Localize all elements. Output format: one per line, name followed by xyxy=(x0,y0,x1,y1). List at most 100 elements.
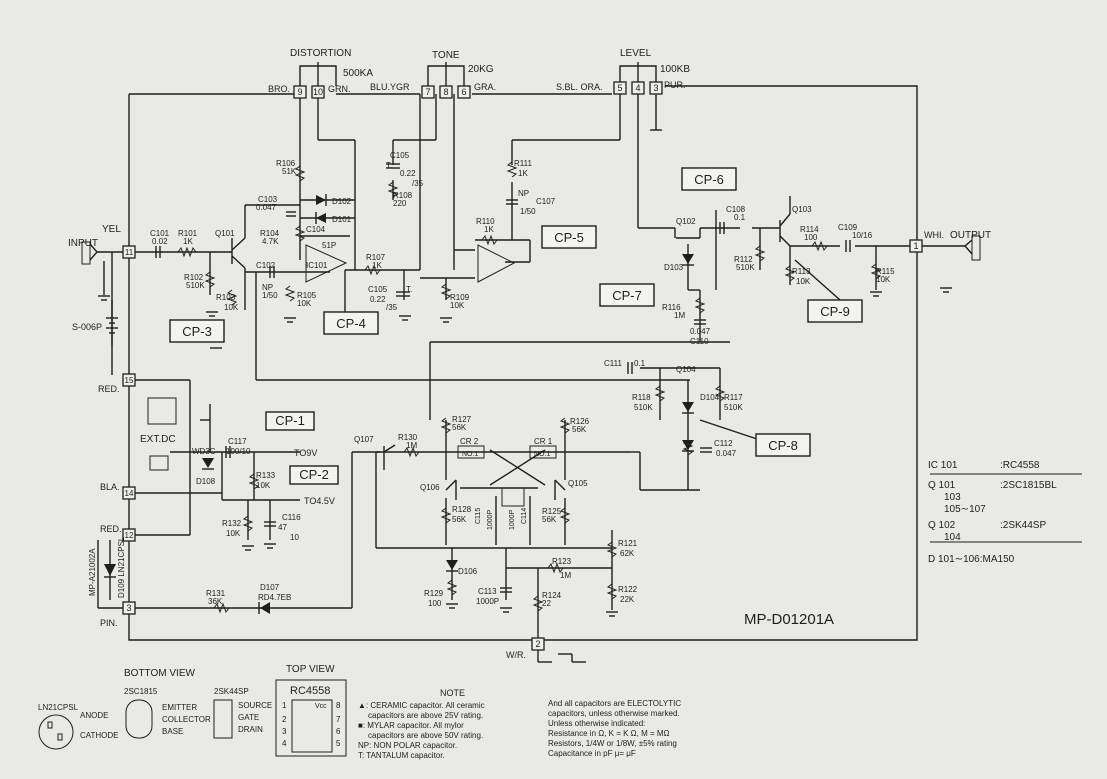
svg-text:Vcc: Vcc xyxy=(315,703,327,710)
svg-text:56K: 56K xyxy=(542,515,557,524)
svg-text:8: 8 xyxy=(443,87,448,97)
terminal-2: 2 xyxy=(531,637,545,651)
svg-text:T.: T. xyxy=(386,161,392,170)
svg-text:C103: C103 xyxy=(258,195,278,204)
svg-text:0.047: 0.047 xyxy=(690,327,711,336)
svg-text:CR 1: CR 1 xyxy=(534,437,553,446)
svg-text:220: 220 xyxy=(393,199,407,208)
svg-text:R130: R130 xyxy=(398,433,418,442)
svg-text:TO4.5V: TO4.5V xyxy=(304,496,335,506)
svg-text:C102: C102 xyxy=(256,261,276,270)
svg-text:5: 5 xyxy=(336,739,341,748)
svg-text:C114: C114 xyxy=(521,508,528,524)
svg-text:R104: R104 xyxy=(260,229,280,238)
svg-text:CP-7: CP-7 xyxy=(612,288,642,303)
svg-text:105∼107: 105∼107 xyxy=(944,504,986,515)
svg-text:R103: R103 xyxy=(216,293,236,302)
svg-text:10: 10 xyxy=(290,533,299,542)
terminal-14: 14 xyxy=(122,486,136,500)
test-point-cp6: CP-6 xyxy=(681,167,737,191)
distortion-value: 500KA xyxy=(343,68,373,79)
svg-text:1K: 1K xyxy=(372,261,382,270)
terminal-11: 11 xyxy=(122,245,136,259)
svg-text:MP-A21002A: MP-A21002A xyxy=(88,548,97,596)
svg-text:10K: 10K xyxy=(796,277,811,286)
svg-text:R132: R132 xyxy=(222,519,242,528)
svg-text:capacitors, unless otherwise m: capacitors, unless otherwise marked. xyxy=(548,709,680,718)
board-id: MP-D01201A xyxy=(744,611,834,628)
svg-text:0.047: 0.047 xyxy=(256,203,277,212)
svg-text:7: 7 xyxy=(336,715,341,724)
svg-text:R111: R111 xyxy=(514,159,532,168)
svg-text:10K: 10K xyxy=(256,481,271,490)
svg-text:1/50: 1/50 xyxy=(520,207,536,216)
svg-text:9: 9 xyxy=(297,87,302,97)
svg-text:■: MYLAR capacitor. All mylor: ■: MYLAR capacitor. All mylor xyxy=(358,721,464,730)
svg-text:1000P: 1000P xyxy=(476,597,499,606)
test-point-cp2: CP-2 xyxy=(289,465,339,485)
svg-text:R121: R121 xyxy=(618,539,638,548)
terminal-15: 15 xyxy=(122,373,136,387)
svg-text:W/R.: W/R. xyxy=(506,650,526,660)
svg-text:14: 14 xyxy=(125,489,134,498)
svg-text:Unless otherwise indicated:: Unless otherwise indicated: xyxy=(548,719,645,728)
svg-text:TO9V: TO9V xyxy=(294,448,317,458)
svg-text:BRO.: BRO. xyxy=(268,84,290,94)
battery-label: S-006P xyxy=(72,322,102,332)
io-labels: INPUT OUTPUT EXT.DC S-006P TO9V TO4.5V xyxy=(68,230,991,506)
bottom-view: BOTTOM VIEW LN21CPSL ANODE CATHODE 2SC18… xyxy=(38,668,272,750)
svg-text:C109: C109 xyxy=(838,223,858,232)
svg-text:D 101∼106:MA150: D 101∼106:MA150 xyxy=(928,554,1015,565)
svg-text:R118: R118 xyxy=(632,393,651,402)
svg-text:C105: C105 xyxy=(390,151,410,160)
circuit-wiring xyxy=(97,62,965,641)
svg-text:0.22: 0.22 xyxy=(400,169,416,178)
level-value: 100KB xyxy=(660,64,690,75)
svg-text:CP-6: CP-6 xyxy=(694,172,724,187)
svg-text:R125: R125 xyxy=(542,507,562,516)
svg-text:22: 22 xyxy=(542,599,551,608)
svg-text:56K: 56K xyxy=(452,515,467,524)
svg-text:R116: R116 xyxy=(662,303,681,312)
svg-text:Q102: Q102 xyxy=(676,217,696,226)
svg-text:C101: C101 xyxy=(150,229,170,238)
svg-text:R106: R106 xyxy=(276,159,296,168)
svg-text:C105: C105 xyxy=(368,285,388,294)
svg-text:10K: 10K xyxy=(224,303,239,312)
svg-text:CP-3: CP-3 xyxy=(182,324,212,339)
svg-text:Resistance in Ω, K = K Ω, M =: Resistance in Ω, K = K Ω, M = MΩ xyxy=(548,729,670,738)
svg-text:/35: /35 xyxy=(412,179,424,188)
svg-text:R112: R112 xyxy=(734,255,753,264)
svg-text:D103: D103 xyxy=(664,263,684,272)
svg-text:1M: 1M xyxy=(560,571,571,580)
svg-text:PUR.: PUR. xyxy=(664,80,686,90)
svg-text:PIN.: PIN. xyxy=(100,618,118,628)
svg-text:Q103: Q103 xyxy=(792,205,812,214)
svg-text:R128: R128 xyxy=(452,505,472,514)
svg-text:CP-5: CP-5 xyxy=(554,230,584,245)
svg-text:C108: C108 xyxy=(726,205,746,214)
svg-text:BLA.: BLA. xyxy=(100,482,120,492)
terminal-3: 3 xyxy=(122,601,136,615)
svg-text:10K: 10K xyxy=(450,301,465,310)
svg-text:WHI.: WHI. xyxy=(924,230,944,240)
terminal-1: 1 xyxy=(909,239,923,253)
svg-text:RC4558: RC4558 xyxy=(290,685,330,697)
svg-text:100: 100 xyxy=(804,233,818,242)
svg-text::RC4558: :RC4558 xyxy=(1000,460,1040,471)
terminal-6: 6 xyxy=(457,85,471,99)
svg-text:103: 103 xyxy=(944,492,961,503)
svg-text:D106: D106 xyxy=(458,567,478,576)
svg-text:GRN.: GRN. xyxy=(328,84,351,94)
svg-text:2: 2 xyxy=(535,639,540,649)
svg-text:6: 6 xyxy=(336,727,341,736)
svg-text:And all capacitors are ELECTOL: And all capacitors are ELECTOLYTIC xyxy=(548,699,681,708)
terminal-boxes: 9 10 7 8 6 5 4 3 11 15 14 12 3 2 1 xyxy=(122,81,923,651)
svg-text:CR 2: CR 2 xyxy=(460,437,479,446)
test-point-cp9: CP-9 xyxy=(807,299,863,323)
svg-text:S.BL. ORA.: S.BL. ORA. xyxy=(556,82,603,92)
top-view: TOP VIEW RC4558 Vcc 1 2 3 4 8 7 6 5 xyxy=(275,664,347,757)
terminal-3-top: 3 xyxy=(649,81,663,95)
